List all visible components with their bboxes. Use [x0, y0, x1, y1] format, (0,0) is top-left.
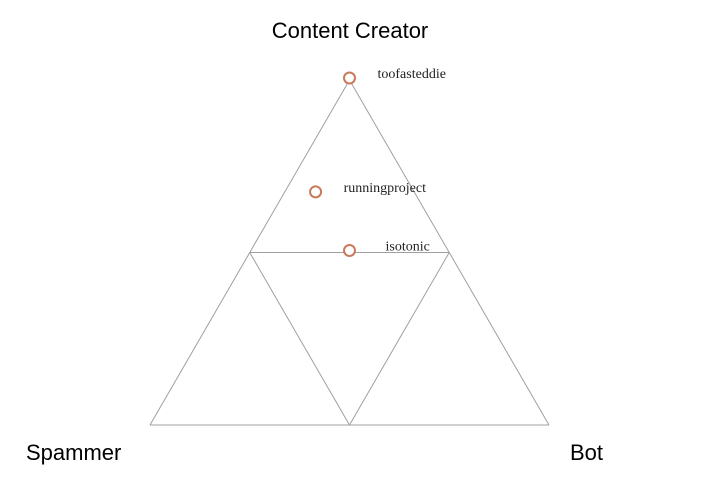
midline-left	[249, 252, 350, 426]
midline-right	[349, 252, 450, 426]
vertex-label-right: Bot	[570, 440, 603, 465]
vertex-label-top: Content Creator	[272, 18, 429, 43]
data-point-label: isotonic	[386, 240, 430, 255]
data-point-label: runningproject	[344, 181, 427, 196]
data-point-marker	[343, 71, 356, 85]
data-point-marker	[343, 244, 356, 257]
data-point-marker	[309, 185, 323, 199]
data-point-label: toofasteddie	[378, 67, 446, 82]
vertex-label-left: Spammer	[26, 440, 121, 465]
triangle-lines	[149, 79, 550, 426]
data-points: toofasteddie runningproject isotonic	[309, 67, 446, 257]
